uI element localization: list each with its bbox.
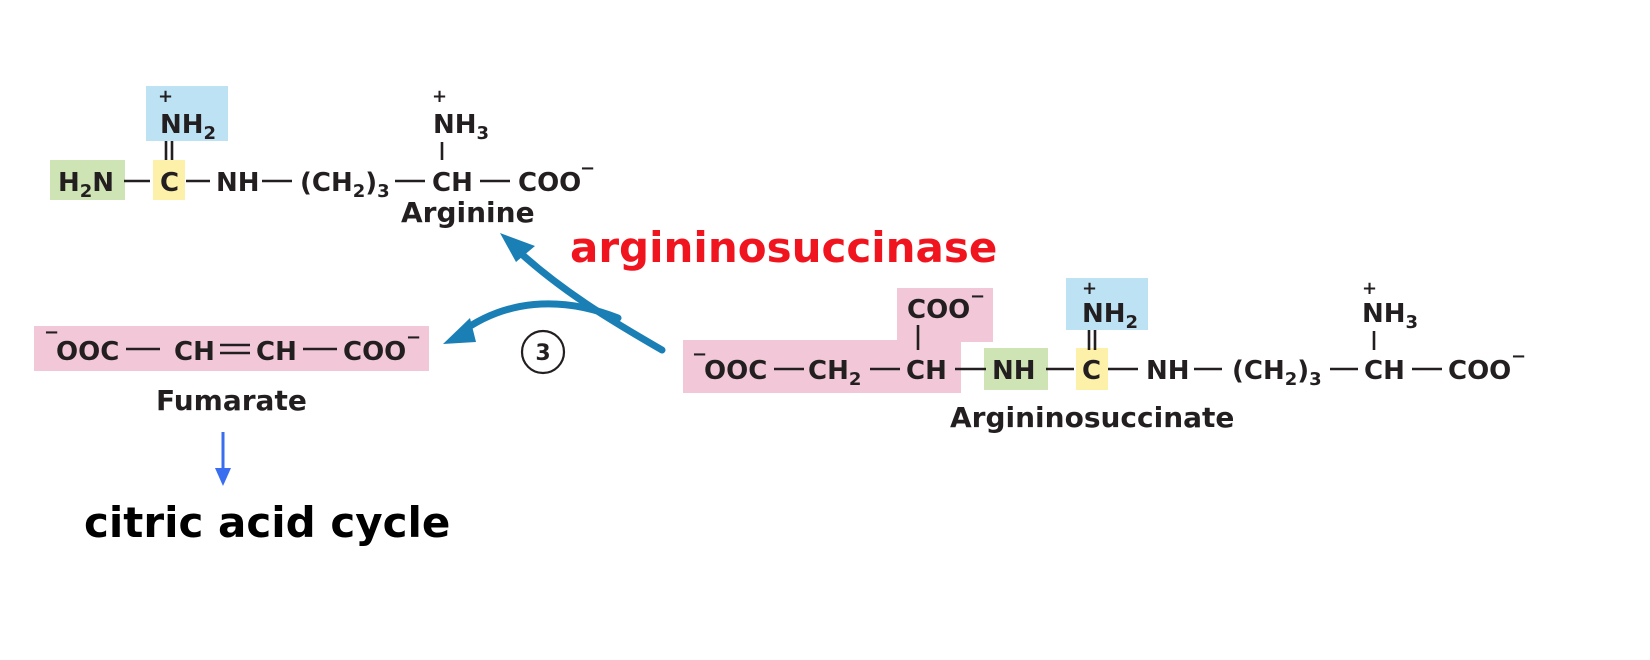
arginine-structure: + NH2 H2N C NH (CH2)3 + NH3 CH COO − Arg… [50, 86, 595, 229]
succinate-top-charge: − [970, 286, 985, 307]
nh-label: NH [216, 168, 260, 198]
arrow-to-fumarate [456, 300, 622, 337]
amine-label-2: NH3 [1362, 299, 1418, 333]
arginine-arrowhead [500, 233, 535, 262]
amine-charge-2: + [1362, 278, 1377, 299]
carboxylate-charge: − [580, 158, 595, 179]
fumarate-arrowhead [443, 318, 476, 344]
fumarate-left-charge: − [44, 322, 59, 343]
argininosuccinate-name: Argininosuccinate [950, 401, 1234, 434]
imine-label: NH2 [160, 110, 216, 144]
argininosuccinate-structure: − OOC CH2 CH COO − NH C + NH2 NH (CH2)3 … [683, 278, 1526, 434]
amine-label: NH3 [433, 110, 489, 144]
imine-charge: + [158, 86, 173, 107]
imine-group-highlight [146, 86, 228, 141]
guanidino-carbon-highlight [153, 160, 185, 200]
succinate-left-carboxylate: OOC [704, 356, 767, 386]
arginine-name: Arginine [401, 196, 535, 229]
arrow-to-arginine [511, 244, 666, 354]
enzyme-label: argininosuccinase [570, 223, 997, 272]
amino-group-highlight [50, 160, 125, 200]
amino-group-label: H2N [58, 168, 114, 202]
step-number: 3 [535, 341, 550, 366]
imine-group-highlight-2 [1066, 278, 1148, 330]
methylene-chain-label: (CH2)3 [300, 168, 390, 202]
fate-arrowhead [215, 468, 231, 486]
succinate-highlight-top [897, 288, 993, 342]
imine-charge-2: + [1082, 278, 1097, 299]
carboxylate-label-2: COO [1448, 356, 1511, 386]
amine-charge: + [432, 86, 447, 107]
nh-link-label: NH [992, 356, 1036, 386]
succinate-top-carboxylate: COO [907, 295, 970, 325]
carboxylate-label: COO [518, 168, 581, 198]
nh-link-highlight [984, 348, 1048, 390]
fumarate-ch-right: CH [256, 337, 297, 367]
succinate-methylene: CH2 [808, 356, 861, 390]
nh-chain-label: NH [1146, 356, 1190, 386]
succinate-left-charge: − [692, 344, 707, 365]
citric-acid-cycle-label: citric acid cycle [84, 498, 450, 547]
fumarate-name: Fumarate [156, 384, 307, 417]
imine-label-2: NH2 [1082, 299, 1138, 333]
carboxylate-charge-2: − [1511, 346, 1526, 367]
methylene-chain-label-2: (CH2)3 [1232, 356, 1322, 390]
succinate-highlight-main [683, 340, 961, 393]
fumarate-right-charge: − [406, 327, 421, 348]
alpha-carbon-label: CH [432, 168, 473, 198]
fumarate-left-carboxylate: OOC [56, 337, 119, 367]
step-number-circle [520, 329, 566, 375]
alpha-carbon-label-2: CH [1364, 356, 1405, 386]
reaction-arrows: 3 [443, 233, 666, 375]
guanidino-carbon-label: C [160, 168, 179, 198]
succinate-ch: CH [906, 356, 947, 386]
guanidino-carbon-highlight-2 [1076, 348, 1108, 390]
fumarate-right-carboxylate: COO [343, 337, 406, 367]
fumarate-structure: − OOC CH CH COO − Fumarate [34, 322, 429, 417]
guanidino-carbon-label-2: C [1082, 356, 1101, 386]
fumarate-ch-left: CH [174, 337, 215, 367]
fumarate-highlight [34, 326, 429, 371]
